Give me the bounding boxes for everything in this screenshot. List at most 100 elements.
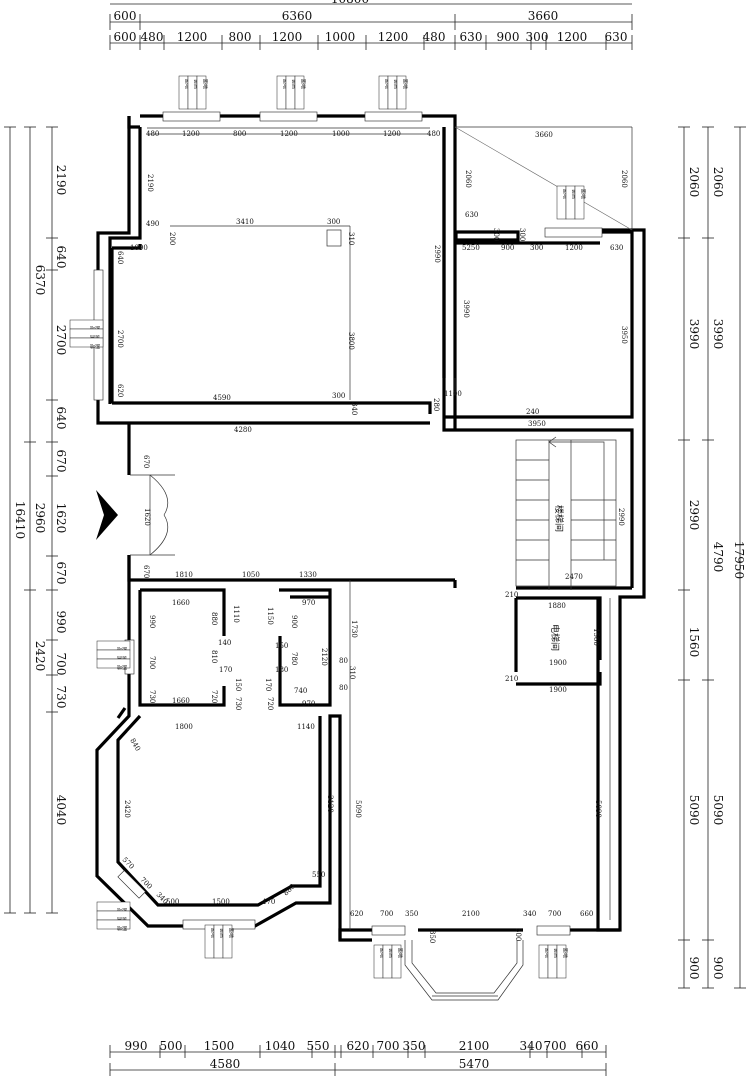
- left-seg-3: 2700: [54, 325, 68, 356]
- dim: 300: [332, 392, 345, 400]
- bottom-seg-1: 990: [125, 1039, 148, 1053]
- top-dim-6360: 6360: [282, 9, 313, 23]
- bottom-seg-2: 500: [160, 1039, 183, 1053]
- window-tag-text: 窗高: [193, 79, 200, 89]
- bottom-seg-7: 700: [377, 1039, 400, 1053]
- dim: 170: [264, 678, 272, 691]
- dim: 5090: [354, 800, 362, 818]
- dim: 300: [492, 228, 500, 241]
- left-seg-7: 670: [54, 562, 68, 585]
- window-tag-cell: [69, 337, 104, 348]
- window-tag: 距地窗高距地: [538, 944, 569, 979]
- left-total-dim: 16410: [13, 501, 27, 539]
- dim: 4280: [234, 426, 252, 434]
- bottom-seg-3: 1500: [204, 1039, 235, 1053]
- dim: 730: [148, 690, 156, 703]
- window-tag: 距地窗高距地: [276, 75, 307, 110]
- dim: 990: [148, 615, 156, 628]
- bottom-seg-6: 620: [347, 1039, 370, 1053]
- right-seg-a6: 900: [687, 957, 701, 980]
- dim: 4590: [213, 394, 231, 402]
- dim: 310: [348, 666, 356, 679]
- right-seg-a5: 5090: [687, 795, 701, 826]
- top-seg-3: 1200: [177, 30, 208, 44]
- dim: 700: [380, 910, 393, 918]
- window-tag: 距地窗高距地: [204, 924, 235, 959]
- top-total-dim: 10800: [331, 0, 369, 6]
- dim: 720: [210, 690, 218, 703]
- dim: 1150: [266, 607, 274, 625]
- window-tag-cell: [222, 924, 233, 959]
- south-room-walls: [95, 705, 372, 942]
- dim: 1500: [212, 898, 230, 906]
- dim: 2990: [617, 508, 625, 526]
- dim: 210: [505, 675, 518, 683]
- left-mid-2420: 2420: [33, 641, 47, 672]
- dim: 2470: [565, 573, 583, 581]
- left-seg-9: 700: [54, 653, 68, 676]
- dim: 670: [142, 455, 150, 468]
- dim: 880: [210, 612, 218, 625]
- right-seg-b4: 900: [711, 957, 725, 980]
- dim: 900: [501, 244, 514, 252]
- window-tag-cell: [556, 944, 567, 979]
- dim: 1200: [182, 130, 200, 138]
- left-mid-2960: 2960: [33, 503, 47, 534]
- dim: 470: [262, 898, 275, 906]
- right-mid-4790: 4790: [711, 542, 725, 573]
- dim: 5090: [594, 800, 602, 818]
- top-seg-11: 300: [526, 30, 549, 44]
- dim: 300: [530, 244, 543, 252]
- stairwell-label: 楼梯间: [553, 505, 565, 532]
- dim: 500: [166, 898, 179, 906]
- dim: 350: [405, 910, 418, 918]
- window-tag-text: 距地: [90, 343, 100, 350]
- dim: 150: [275, 642, 288, 650]
- dim: 730: [234, 697, 242, 710]
- left-seg-5: 670: [54, 450, 68, 473]
- dim: 340: [350, 402, 358, 415]
- window-tag-text: 距地: [202, 79, 209, 89]
- dim: 720: [266, 697, 274, 710]
- window-tag-text: 窗高: [219, 928, 226, 938]
- detail-lines: [96, 126, 633, 1001]
- north-west-wall: [127, 116, 140, 129]
- dim: 1200: [565, 244, 583, 252]
- dim: 3950: [528, 420, 546, 428]
- dim: 310: [347, 232, 355, 245]
- window-tag-text: 距地: [228, 928, 235, 938]
- dim: 1110: [232, 605, 240, 623]
- south-east-walls: [338, 598, 620, 940]
- dim: 1880: [548, 602, 566, 610]
- bottom-total-right: 5470: [459, 1057, 490, 1071]
- dim: 210: [505, 591, 518, 599]
- top-seg-2: 480: [141, 30, 164, 44]
- dim: 660: [580, 910, 593, 918]
- dim: 1560: [592, 628, 600, 646]
- window-tag-text: 距地: [117, 664, 127, 671]
- window-tag-text: 距地: [562, 189, 569, 199]
- window-tag-cell: [196, 75, 207, 110]
- dim: 3800: [347, 332, 355, 350]
- dim: 80: [339, 657, 348, 665]
- dim: 630: [465, 211, 478, 219]
- top-seg-1: 600: [114, 30, 137, 44]
- dim: 500: [514, 928, 522, 941]
- right-seg-a4: 1560: [687, 627, 701, 658]
- window-north-1: [162, 111, 221, 122]
- window-tag-text: 窗高: [388, 948, 395, 958]
- window-tag-cell: [574, 185, 585, 220]
- staircase: [515, 436, 617, 590]
- left-seg-1: 2190: [54, 165, 68, 196]
- window-tag-text: 距地: [379, 948, 386, 958]
- dim: 1000: [332, 130, 350, 138]
- right-total-dim: 17950: [732, 541, 746, 579]
- window-north-2: [259, 111, 318, 122]
- dim: 1620: [143, 508, 151, 526]
- right-seg-a1: 2060: [687, 167, 701, 198]
- dim: 3660: [535, 131, 553, 139]
- top-seg-6: 1000: [325, 30, 356, 44]
- dim: 1200: [383, 130, 401, 138]
- window-tag-cell: [96, 919, 131, 930]
- stair-elevator-walls: [514, 586, 632, 686]
